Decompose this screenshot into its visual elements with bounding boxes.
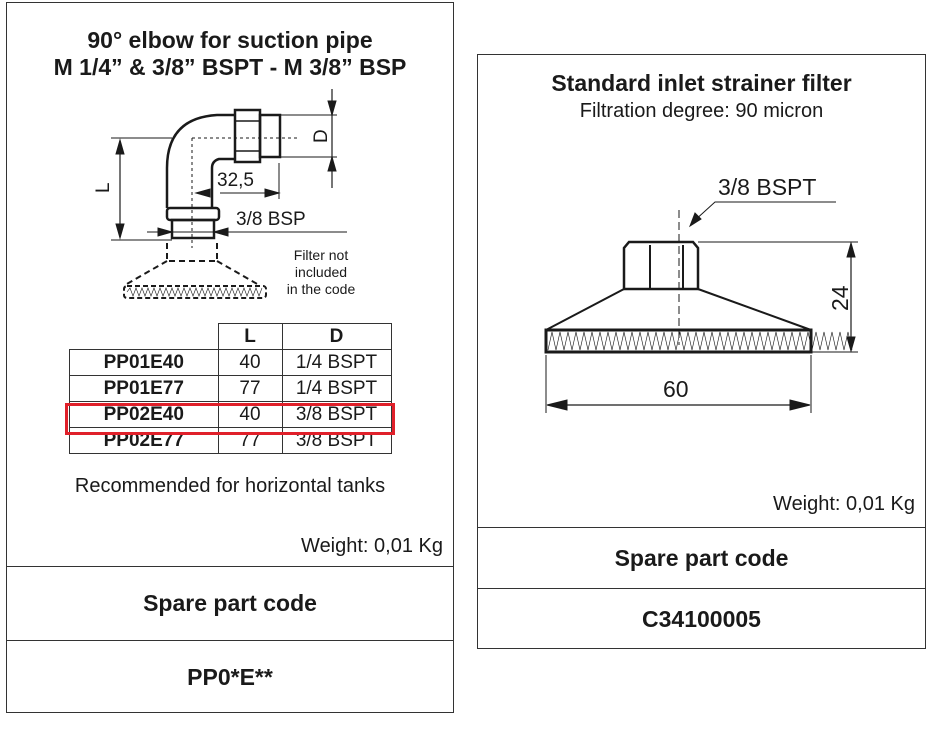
elbow-title: 90° elbow for suction pipe M 1/4” & 3/8”…: [7, 27, 453, 81]
filter-note-line: in the code: [287, 281, 356, 297]
elbow-spare-label: Spare part code: [7, 566, 453, 640]
elbow-spare-code: PP0*E**: [7, 640, 453, 713]
table-header: L D: [70, 323, 392, 350]
row-d: 1/4 BSPT: [281, 349, 392, 376]
dim-width-label: 32,5: [217, 170, 254, 191]
strainer-title: Standard inlet strainer filter: [551, 70, 852, 96]
title-line-1: 90° elbow for suction pipe: [87, 27, 373, 53]
width-label: 60: [663, 376, 689, 402]
elbow-panel: 90° elbow for suction pipe M 1/4” & 3/8”…: [6, 2, 454, 713]
elbow-drawing: L D 32,5 3/8 BSP Filter not included in …: [93, 89, 356, 299]
header-empty: [70, 324, 219, 350]
filter-note-line: Filter not: [294, 247, 349, 263]
highlight-box: [65, 403, 395, 435]
strainer-subtitle: Filtration degree: 90 micron: [579, 100, 824, 122]
filter-note-line: included: [295, 264, 347, 280]
height-label: 24: [827, 285, 853, 311]
header-d: D: [281, 323, 392, 350]
thread-label: 3/8 BSP: [236, 209, 306, 230]
strainer-panel: Standard inlet strainer filter Filtratio…: [477, 54, 926, 649]
row-d: 1/4 BSPT: [281, 375, 392, 402]
row-code: PP01E77: [69, 375, 219, 402]
row-l: 77: [217, 375, 283, 402]
dim-d-label: D: [311, 129, 332, 143]
row-l: 40: [217, 349, 283, 376]
row-code: PP01E40: [69, 349, 219, 376]
strainer-drawing: 3/8 BSPT 24 60: [544, 174, 858, 413]
recommendation-text: Recommended for horizontal tanks: [74, 475, 386, 497]
thread-label: 3/8 BSPT: [718, 174, 816, 200]
title-line-2: M 1/4” & 3/8” BSPT - M 3/8” BSP: [53, 54, 407, 80]
row-d: 3/8 BSPT: [281, 427, 392, 454]
dim-l-label: L: [93, 182, 114, 193]
elbow-weight: Weight: 0,01 Kg: [301, 535, 443, 557]
strainer-spare-label: Spare part code: [478, 527, 925, 588]
header-l: L: [217, 323, 283, 350]
strainer-spare-code: C34100005: [478, 588, 925, 649]
strainer-weight: Weight: 0,01 Kg: [773, 493, 915, 515]
